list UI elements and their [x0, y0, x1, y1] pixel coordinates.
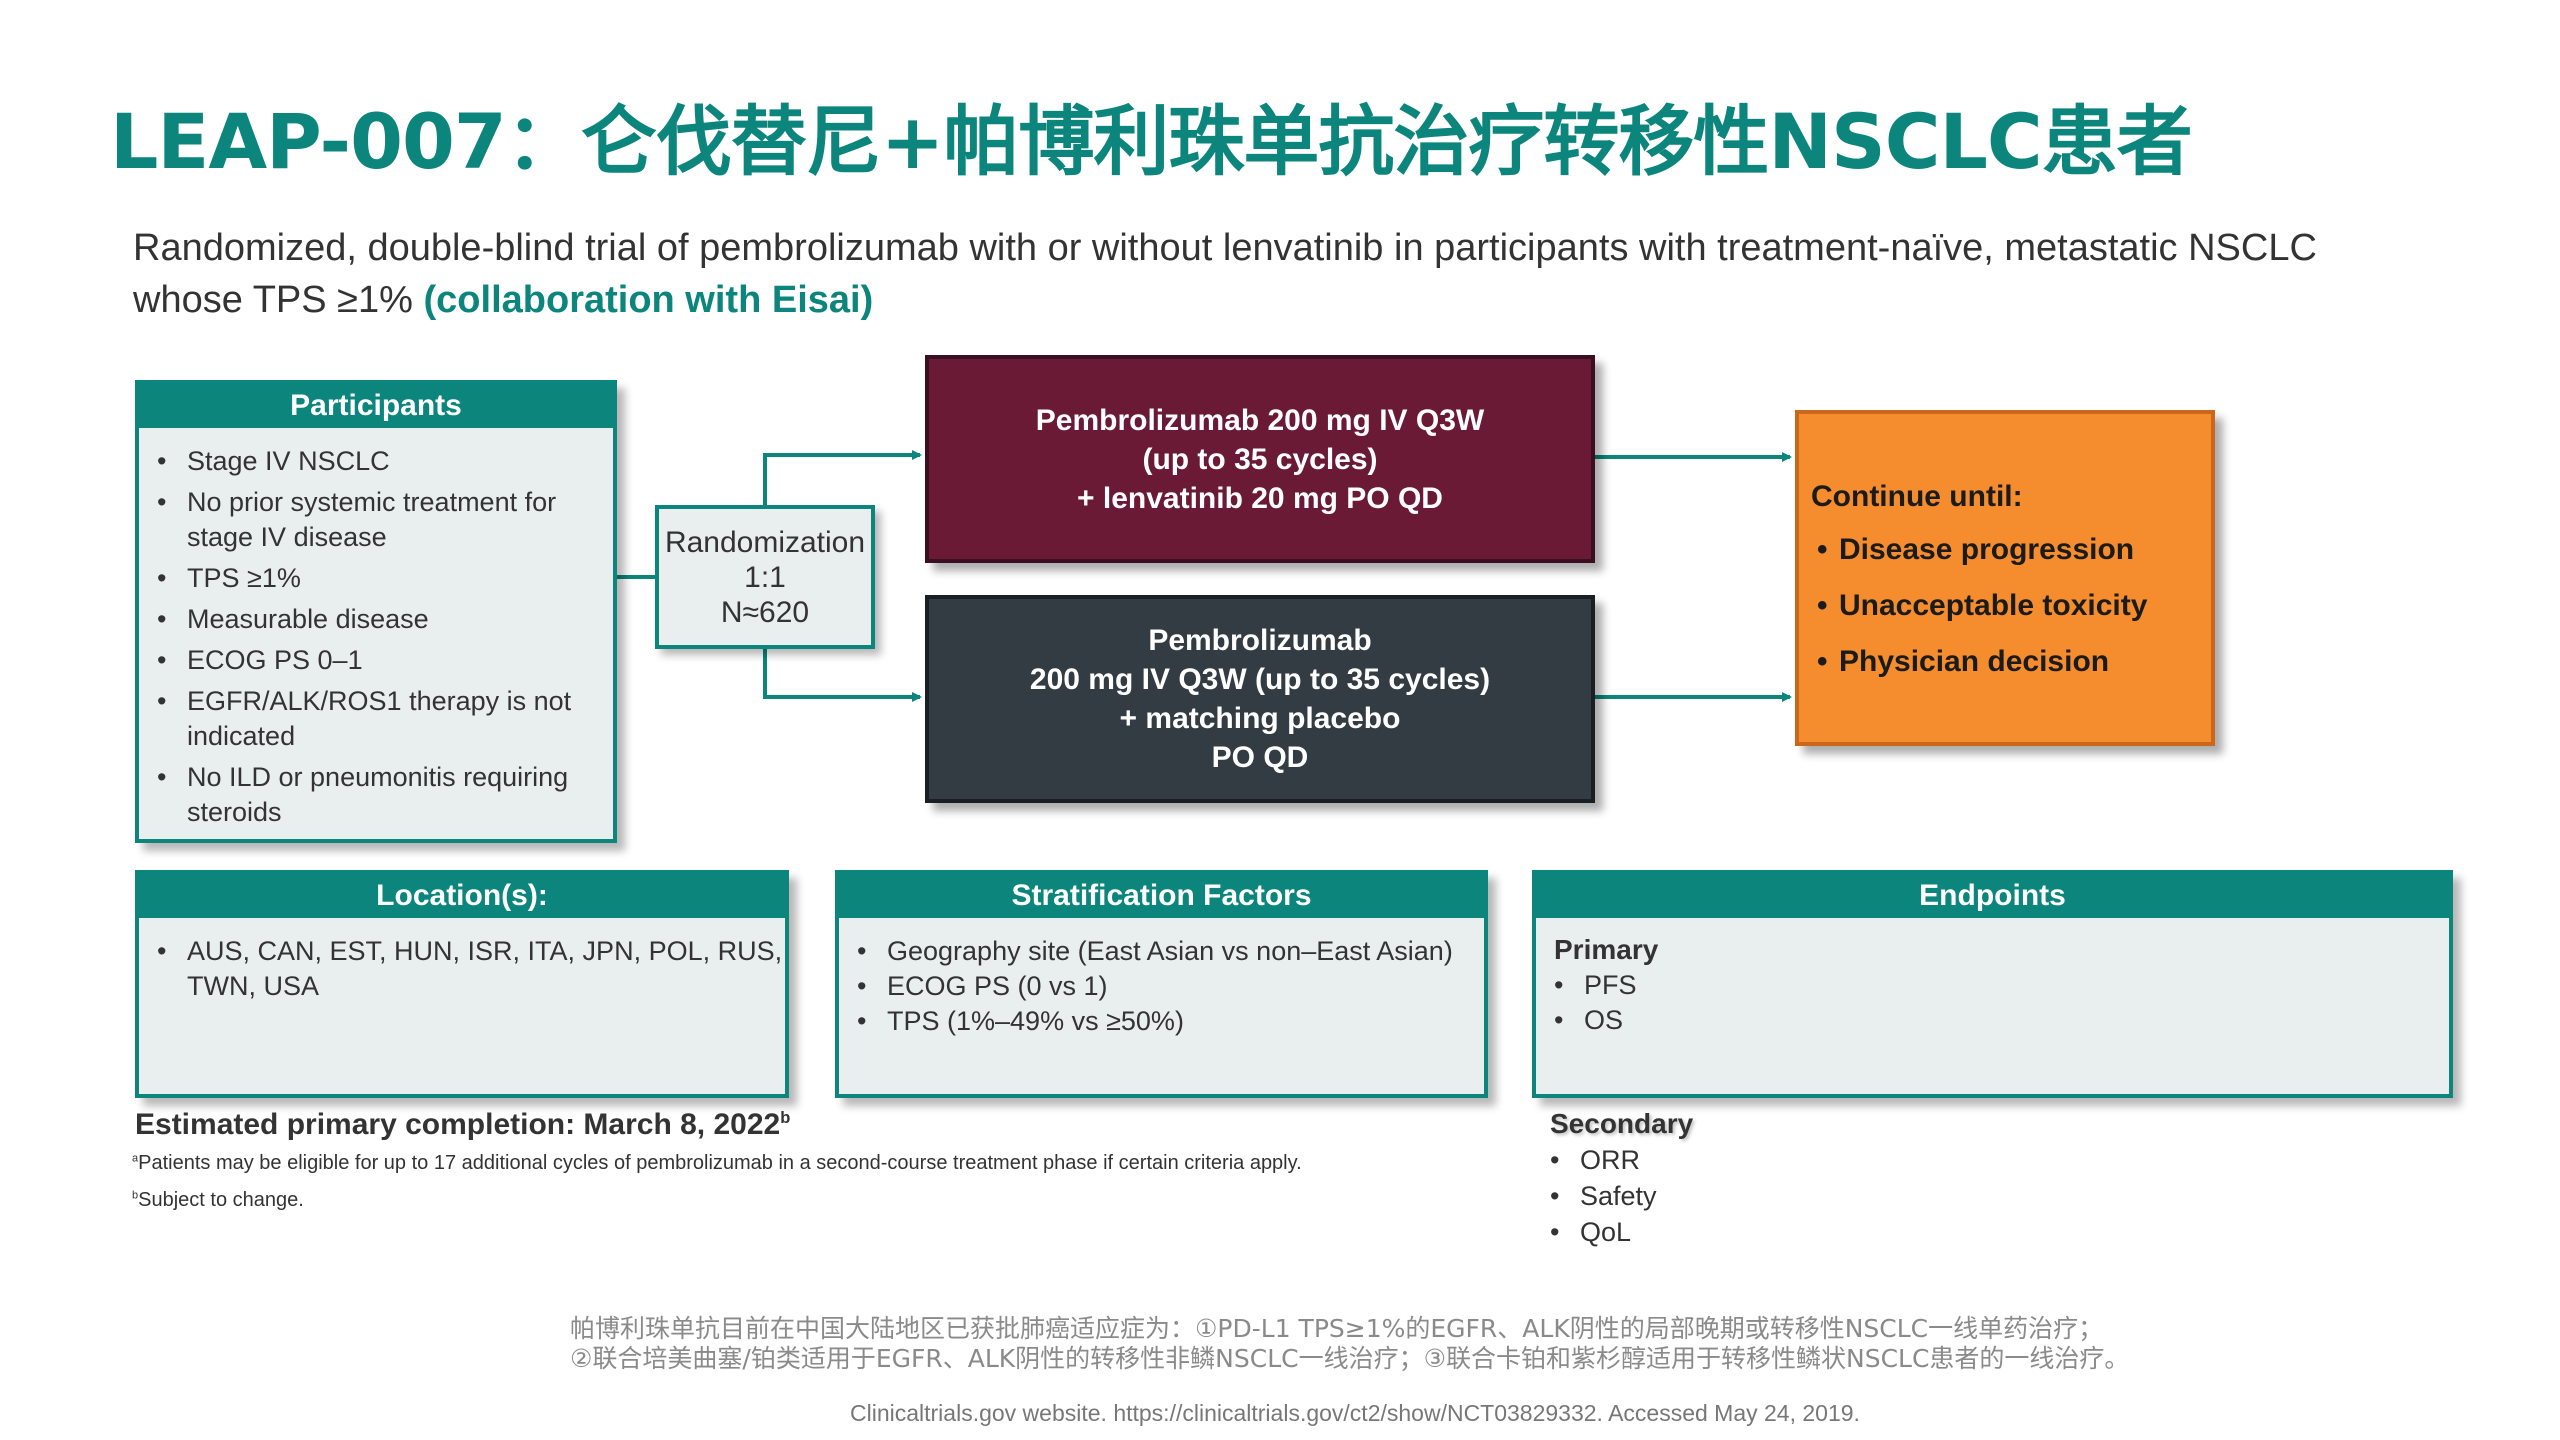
list-item: No ILD or pneumonitis requiring steroids — [139, 760, 613, 830]
list-item: OS — [1536, 1003, 2449, 1038]
subtitle: Randomized, double-blind trial of pembro… — [133, 222, 2433, 326]
locations-box: Location(s): AUS, CAN, EST, HUN, ISR, IT… — [135, 870, 789, 1098]
continue-until-box: Continue until: Disease progression Unac… — [1795, 410, 2215, 746]
list-item: Stage IV NSCLC — [139, 444, 613, 479]
list-item: Unacceptable toxicity — [1811, 588, 2211, 624]
list-item: Geography site (East Asian vs non–East A… — [839, 934, 1484, 969]
randomization-ratio: 1:1 — [744, 561, 786, 594]
arm1-line: (up to 35 cycles) — [1142, 442, 1378, 476]
continue-until-header: Continue until: — [1811, 480, 2023, 513]
primary-list: PFS OS — [1536, 968, 2449, 1038]
arm2-line: PO QD — [1211, 741, 1309, 774]
estimated-text: Estimated primary completion: March 8, 2… — [135, 1108, 781, 1141]
primary-label: Primary — [1554, 934, 1659, 965]
list-item: TPS (1%–49% vs ≥50%) — [839, 1004, 1484, 1039]
list-item: AUS, CAN, EST, HUN, ISR, ITA, JPN, POL, … — [139, 934, 785, 1004]
secondary-list: ORR Safety QoL — [1550, 1142, 1950, 1250]
footnote-sup: a — [132, 1152, 139, 1165]
list-item: Physician decision — [1811, 644, 2211, 680]
arm2-line: 200 mg IV Q3W (up to 35 cycles) — [1029, 663, 1491, 696]
secondary-label: Secondary — [1550, 1108, 1694, 1139]
arm1-line: Pembrolizumab 200 mg IV Q3W — [1035, 403, 1485, 437]
footnote-text: Patients may be eligible for up to 17 ad… — [138, 1152, 1302, 1174]
arm2-line: + matching placebo — [1119, 702, 1401, 735]
footnote-b: bSubject to change. — [132, 1189, 304, 1212]
list-item: ECOG PS 0–1 — [139, 643, 613, 678]
note-line: ②联合培美曲塞/铂类适用于EGFR、ALK阴性的转移性非鳞NSCLC一线治疗；③… — [570, 1344, 2130, 1373]
list-item: Measurable disease — [139, 602, 613, 637]
locations-header: Location(s): — [139, 874, 785, 918]
list-item: No prior systemic treatment for stage IV… — [139, 485, 613, 555]
continue-until-list: Disease progression Unacceptable toxicit… — [1811, 532, 2211, 680]
list-item: Safety — [1550, 1178, 1950, 1214]
randomization-to-arm2-arrow — [763, 649, 922, 702]
stratification-list: Geography site (East Asian vs non–East A… — [839, 918, 1484, 1039]
stratification-header: Stratification Factors — [839, 874, 1484, 918]
source-citation: Clinicaltrials.gov website. https://clin… — [850, 1400, 1860, 1426]
arm2-line: Pembrolizumab — [1148, 624, 1372, 657]
endpoints-header: Endpoints — [1536, 874, 2449, 918]
arm2-box: Pembrolizumab 200 mg IV Q3W (up to 35 cy… — [925, 595, 1595, 803]
estimated-sup: b — [780, 1109, 791, 1127]
locations-list: AUS, CAN, EST, HUN, ISR, ITA, JPN, POL, … — [139, 918, 785, 1004]
list-item: ECOG PS (0 vs 1) — [839, 969, 1484, 1004]
subtitle-text: Randomized, double-blind trial of pembro… — [133, 227, 2317, 321]
arm1-line: + lenvatinib 20 mg PO QD — [1077, 481, 1443, 515]
randomization-to-arm1-arrow — [763, 450, 922, 505]
list-item: TPS ≥1% — [139, 561, 613, 596]
primary-endpoints: Primary PFS OS — [1536, 918, 2449, 1038]
participants-box: Participants Stage IV NSCLC No prior sys… — [135, 380, 617, 843]
list-item: Disease progression — [1811, 532, 2211, 568]
footnote-sup: b — [132, 1189, 139, 1202]
estimated-completion: Estimated primary completion: March 8, 2… — [135, 1108, 790, 1142]
stratification-box: Stratification Factors Geography site (E… — [835, 870, 1488, 1098]
participants-header: Participants — [139, 384, 613, 428]
note-line: 帕博利珠单抗目前在中国大陆地区已获批肺癌适应症为：①PD-L1 TPS≥1%的E… — [570, 1314, 2104, 1343]
list-item: ORR — [1550, 1142, 1950, 1178]
endpoints-box: Endpoints Primary PFS OS — [1532, 870, 2453, 1098]
participants-list: Stage IV NSCLC No prior systemic treatme… — [139, 428, 613, 830]
list-item: QoL — [1550, 1214, 1950, 1250]
subtitle-highlight: (collaboration with Eisai) — [423, 279, 874, 321]
secondary-endpoints: Secondary ORR Safety QoL — [1550, 1106, 1950, 1250]
list-item: PFS — [1536, 968, 2449, 1003]
randomization-box: Randomization 1:1 N≈620 — [655, 505, 875, 649]
footnote-a: aPatients may be eligible for up to 17 a… — [132, 1152, 1302, 1175]
randomization-n: N≈620 — [720, 596, 810, 629]
list-item: EGFR/ALK/ROS1 therapy is not indicated — [139, 684, 613, 754]
page-title: LEAP-007：仑伐替尼+帕博利珠单抗治疗转移性NSCLC患者 — [110, 97, 2193, 186]
arm1-box: Pembrolizumab 200 mg IV Q3W (up to 35 cy… — [925, 355, 1595, 563]
footnote-text: Subject to change. — [138, 1189, 304, 1211]
randomization-label: Randomization — [664, 526, 866, 559]
chinese-indication-note: 帕博利珠单抗目前在中国大陆地区已获批肺癌适应症为：①PD-L1 TPS≥1%的E… — [570, 1314, 2129, 1374]
